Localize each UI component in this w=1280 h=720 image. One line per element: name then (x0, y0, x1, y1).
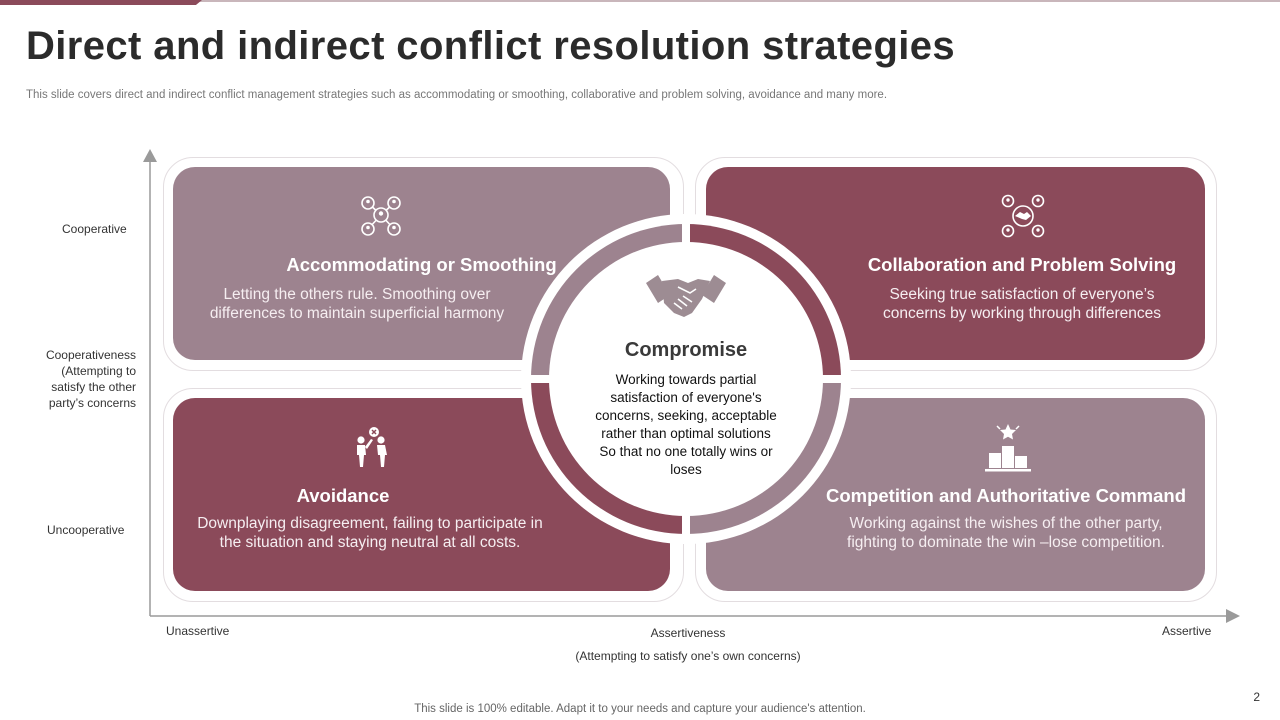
handshake-people-icon (1000, 193, 1046, 239)
compromise-ring (521, 214, 851, 544)
people-avoid-icon (350, 426, 396, 472)
network-people-icon (358, 193, 404, 239)
compromise-description: Working towards partial satisfaction of … (595, 372, 777, 477)
x-axis-left-label: Unassertive (166, 624, 230, 638)
y-axis-bottom-label: Uncooperative (47, 523, 125, 537)
podium-star-icon (982, 422, 1034, 474)
quadrant-title: Accommodating or Smoothing (286, 254, 557, 275)
top-border-line (0, 0, 1280, 2)
quadrant-title: Avoidance (296, 485, 390, 506)
y-axis-top-label: Cooperative (62, 222, 127, 236)
quadrant-title: Competition and Authoritative Command (825, 485, 1187, 506)
quadrant-description: Seeking true satisfaction of everyone’s … (882, 286, 1161, 322)
x-axis-subtitle: (Attempting to satisfy one’s own concern… (575, 649, 801, 663)
top-accent-bar (0, 0, 202, 5)
y-axis-arrow (143, 149, 157, 162)
compromise-center: Compromise Working towards partial satis… (556, 249, 816, 509)
quadrant-description: Downplaying disagreement, failing to par… (197, 515, 543, 551)
x-axis-title: Assertiveness (650, 626, 726, 640)
quadrant-description: Letting the others rule. Smoothing over … (209, 286, 505, 322)
x-axis-right-label: Assertive (1162, 624, 1212, 638)
footer-note: This slide is 100% editable. Adapt it to… (414, 703, 866, 715)
slide-subtitle: This slide covers direct and indirect co… (26, 89, 888, 101)
quadrant-description: Working against the wishes of the other … (847, 515, 1165, 551)
slide-title: Direct and indirect conflict resolution … (26, 24, 956, 68)
quadrant-title: Collaboration and Problem Solving (867, 254, 1177, 275)
page-number: 2 (1253, 690, 1260, 704)
y-axis-title: Cooperativeness (Attempting to satisfy t… (45, 348, 136, 410)
x-axis-arrow (1226, 609, 1240, 623)
handshake-icon (644, 269, 728, 325)
compromise-title: Compromise (624, 339, 748, 361)
